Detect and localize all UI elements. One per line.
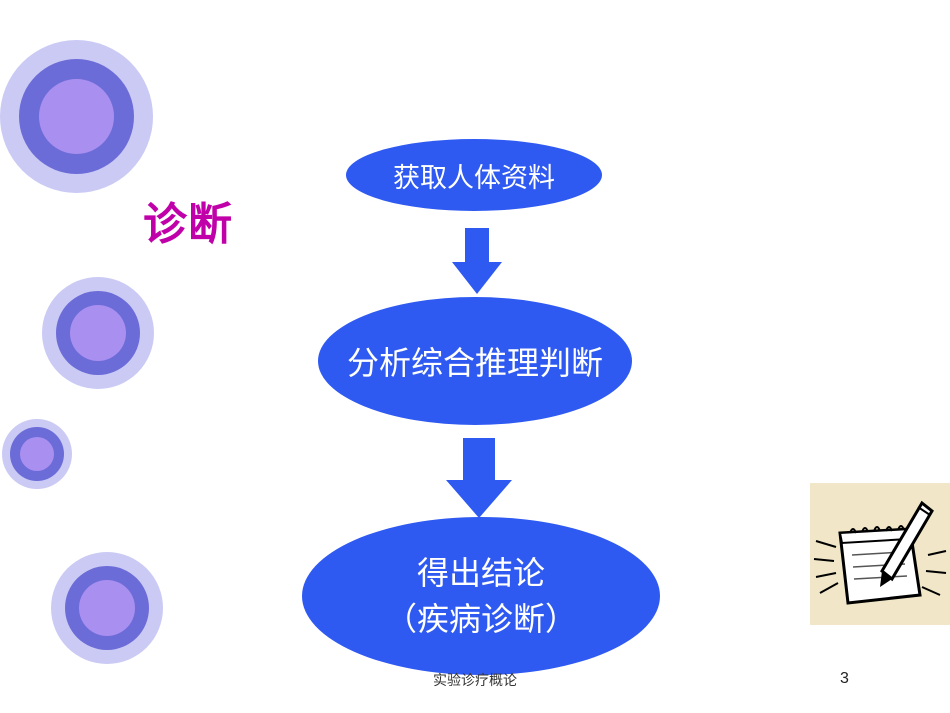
flow-node-label: 获取人体资料	[393, 162, 555, 194]
flow-node-conclusion: 得出结论 （疾病诊断）	[302, 517, 660, 675]
slide-title: 诊断	[143, 199, 233, 250]
slide-footer: 实验诊疗概论	[433, 673, 517, 689]
flow-node-analysis: 分析综合推理判断	[318, 297, 632, 425]
notepad-pen-icon	[810, 483, 950, 625]
flow-node-label: 分析综合推理判断	[346, 344, 603, 382]
down-arrow-icon	[446, 438, 512, 518]
page-number: 3	[840, 670, 849, 687]
down-arrow-icon	[452, 228, 502, 294]
flow-node-acquire-data: 获取人体资料	[346, 139, 602, 211]
flow-node-label: 得出结论	[416, 553, 545, 592]
flow-node-sublabel: （疾病诊断）	[384, 600, 577, 638]
